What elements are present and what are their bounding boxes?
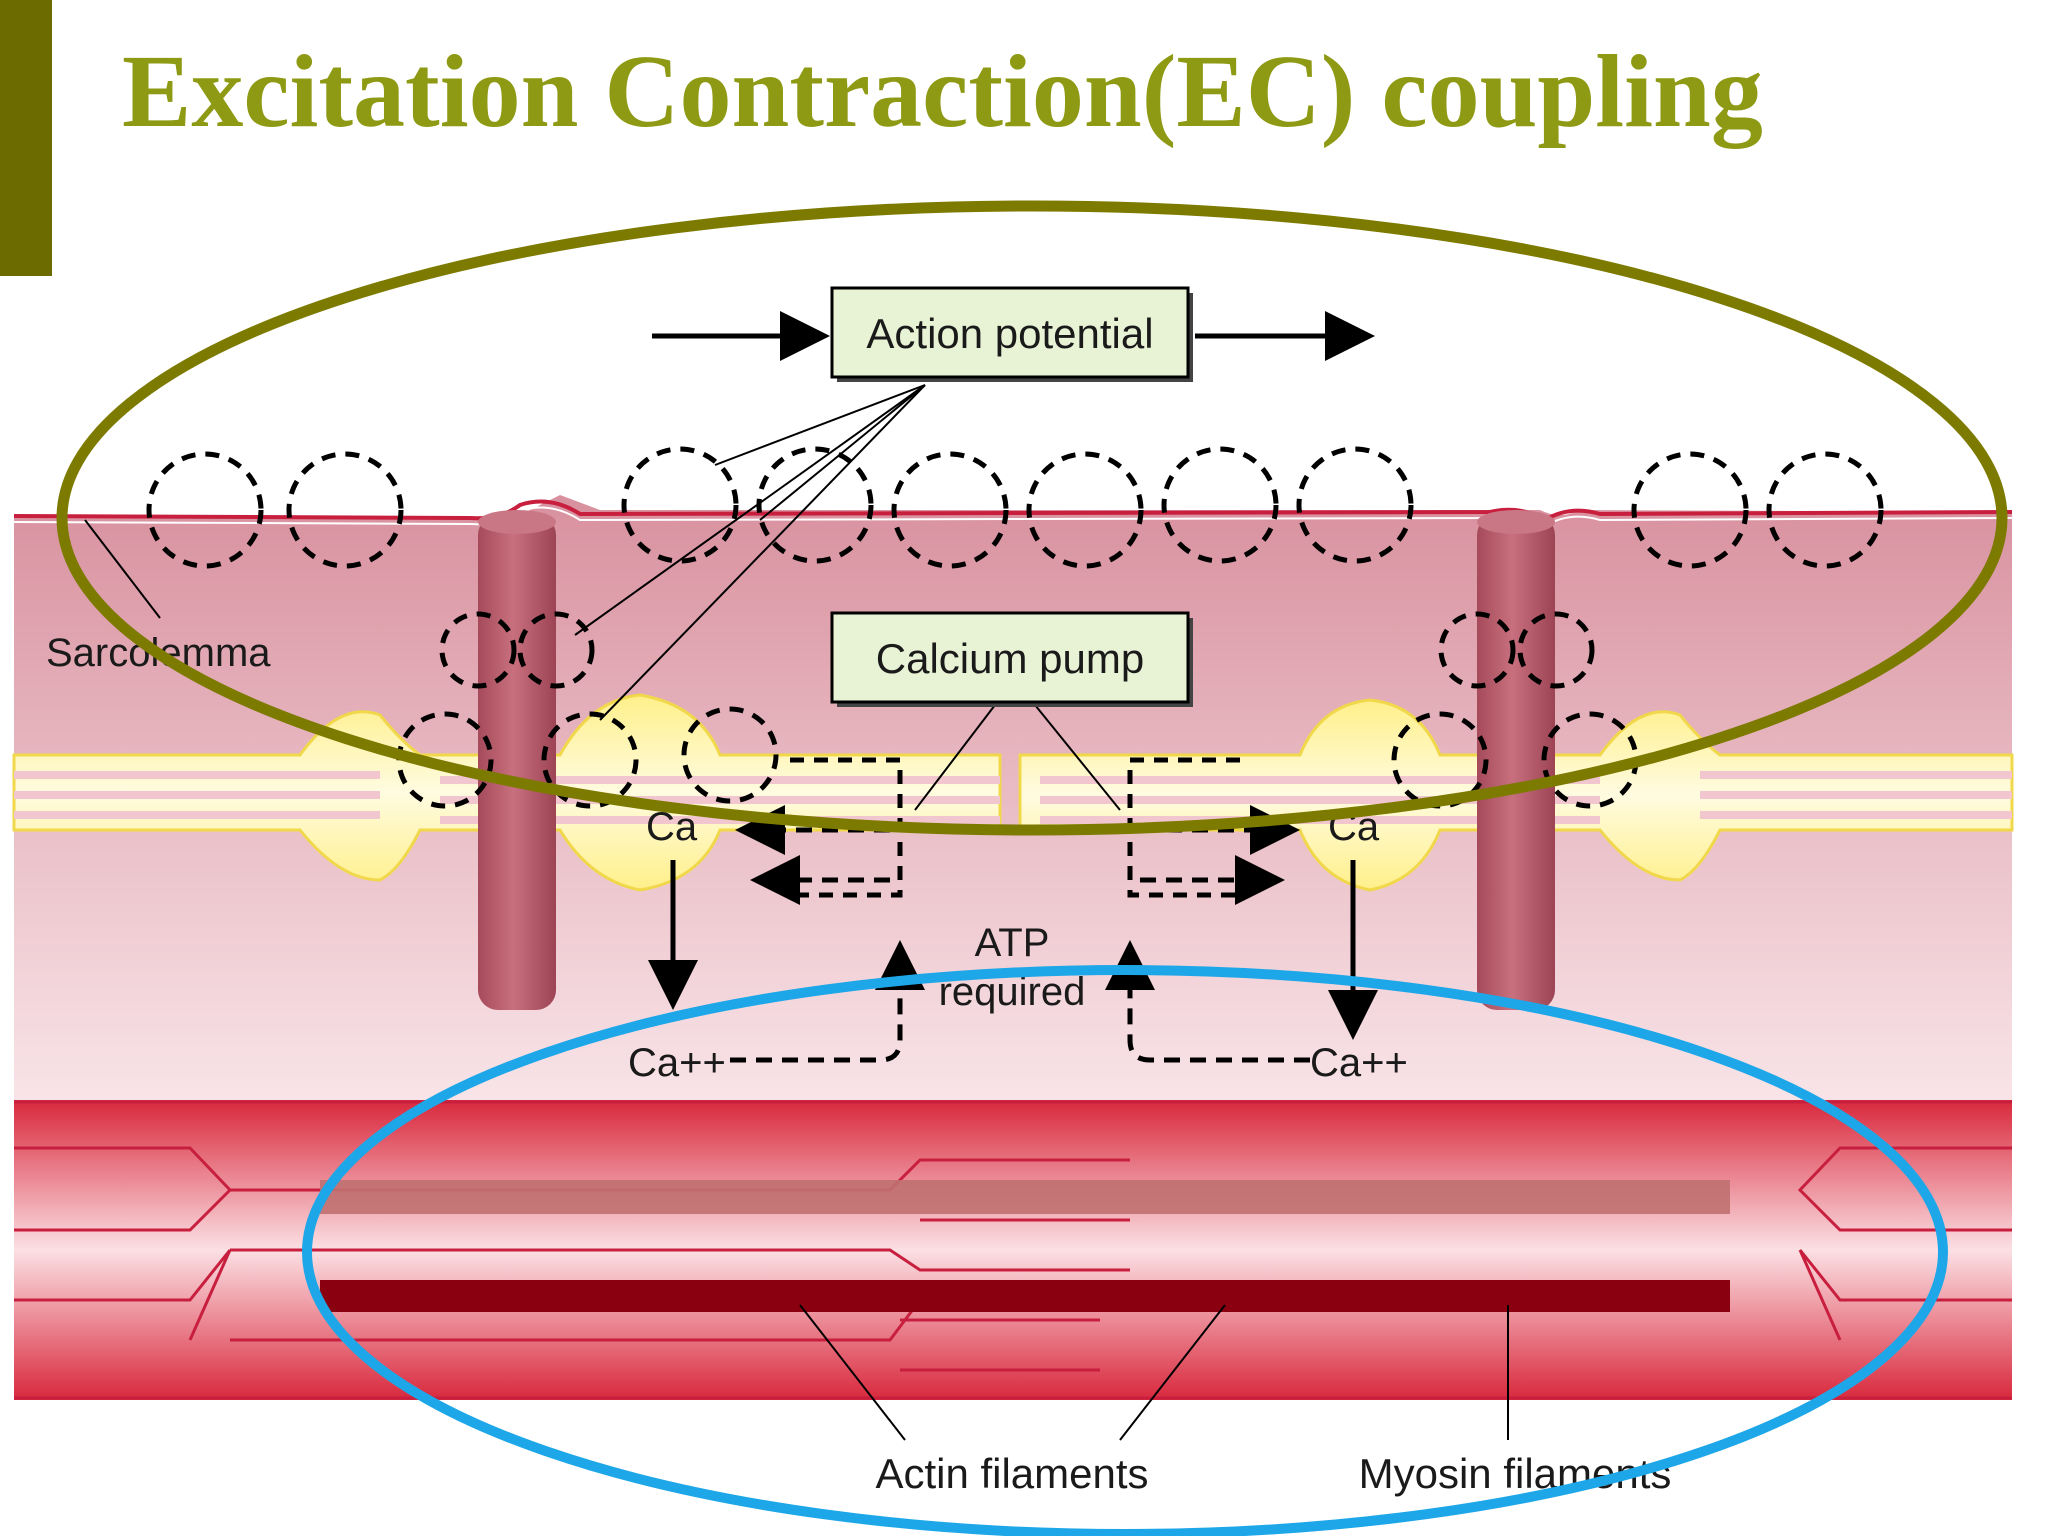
lower-highlight-ellipse bbox=[302, 965, 1948, 1536]
ca-ions-left-label: Ca++ bbox=[628, 1041, 726, 1085]
calcium-pump-box: Calcium pump bbox=[830, 611, 1193, 707]
pointer-lines bbox=[84, 384, 1509, 1441]
slide-title: Excitation Contraction(EC) coupling bbox=[122, 34, 1763, 149]
actin-filaments-label: Actin filaments bbox=[875, 1450, 1148, 1497]
actin-filament-bar bbox=[320, 1180, 1730, 1214]
action-potential-box: Action potential bbox=[830, 286, 1193, 382]
myosin-filament-bar bbox=[320, 1280, 1730, 1312]
t-tubules bbox=[478, 510, 1555, 1010]
calcium-pump-label: Calcium pump bbox=[876, 635, 1144, 682]
calcium-flow-arrows bbox=[648, 805, 1378, 1063]
title-accent-bar bbox=[0, 0, 52, 276]
ca-ions-right-label: Ca++ bbox=[1310, 1041, 1408, 1085]
myofibril bbox=[14, 1100, 2012, 1400]
action-potential-label: Action potential bbox=[866, 310, 1153, 357]
upper-highlight-ellipse bbox=[56, 200, 2008, 836]
atp-label: ATP bbox=[975, 921, 1050, 965]
